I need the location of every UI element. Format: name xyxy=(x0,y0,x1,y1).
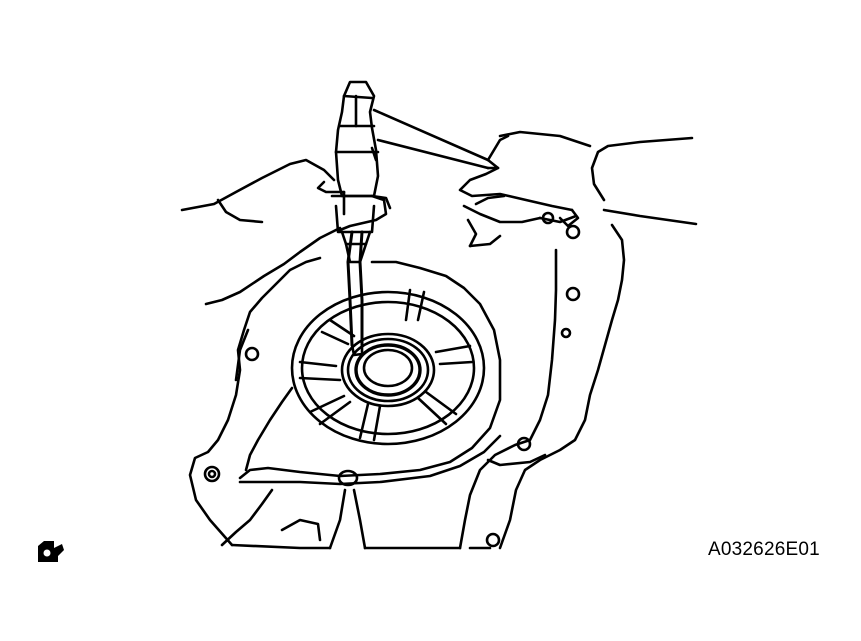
service-step-icon xyxy=(38,541,64,562)
timing-cover xyxy=(188,223,626,550)
left-hand xyxy=(180,158,392,306)
seal-housing xyxy=(290,288,486,487)
screwdriver xyxy=(334,204,376,357)
oil-seal xyxy=(340,332,436,408)
bolt-bosses xyxy=(203,211,581,548)
figure-code-label: A032626E01 xyxy=(708,539,820,560)
right-hand xyxy=(458,130,698,248)
